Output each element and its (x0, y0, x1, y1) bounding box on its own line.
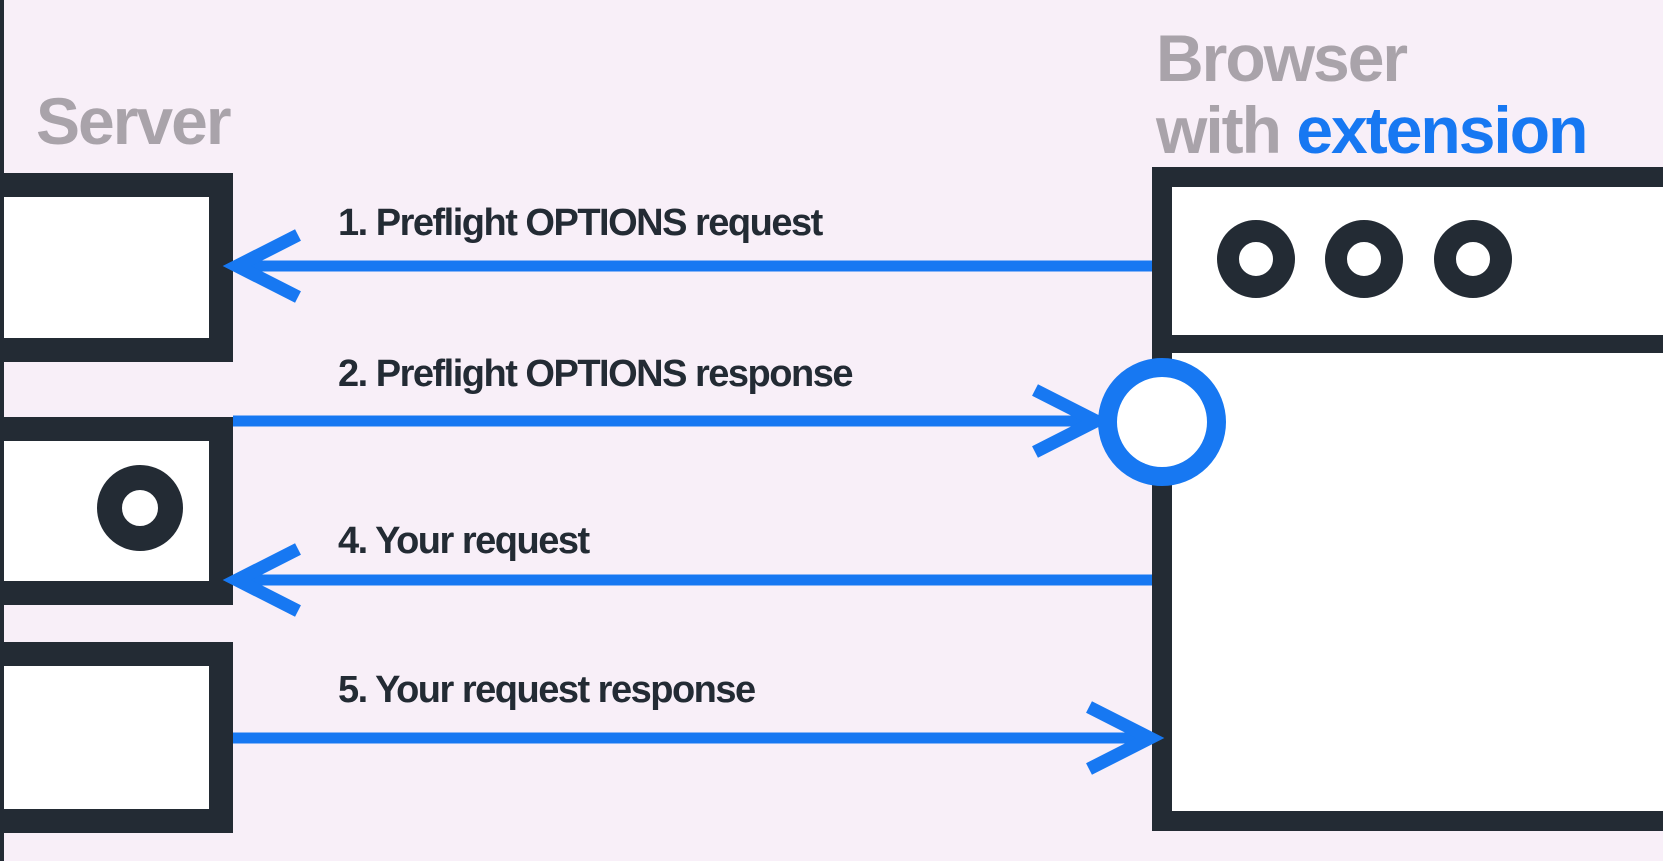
arrow-label-2: 2. Preflight OPTIONS response (338, 353, 853, 395)
left-edge-strip (0, 0, 4, 861)
arrow-4-right-arrowhead-icon (1086, 701, 1165, 775)
arrow-preflight-response (233, 384, 1111, 458)
extension-ring-icon (1098, 358, 1226, 486)
arrow-preflight-request (222, 229, 1152, 303)
browser-dot-icon-3 (1434, 220, 1512, 298)
arrow-your-request-response (233, 701, 1165, 775)
arrow-label-4: 5. Your request response (338, 669, 756, 711)
server-unit-bottom (0, 642, 233, 833)
browser-label-with: with (1156, 93, 1282, 167)
arrow-3-left-arrowhead-icon (222, 543, 301, 617)
browser-dot-icon-2 (1325, 220, 1403, 298)
arrow-2-right-arrowhead-icon (1032, 384, 1111, 458)
browser-label-extension: extension (1296, 93, 1588, 167)
server-label: Server (36, 84, 232, 158)
arrow-your-request (222, 543, 1152, 617)
server-unit-top (0, 173, 233, 362)
server-unit-middle (0, 417, 233, 605)
browser-titlebar-divider (1172, 335, 1663, 353)
browser-dot-icon-1 (1217, 220, 1295, 298)
arrow-label-3: 4. Your request (338, 520, 590, 562)
browser-window (1152, 167, 1663, 831)
arrow-label-1: 1. Preflight OPTIONS request (338, 202, 823, 244)
browser-label-line1: Browser (1156, 21, 1408, 95)
arrow-1-left-arrowhead-icon (222, 229, 301, 303)
